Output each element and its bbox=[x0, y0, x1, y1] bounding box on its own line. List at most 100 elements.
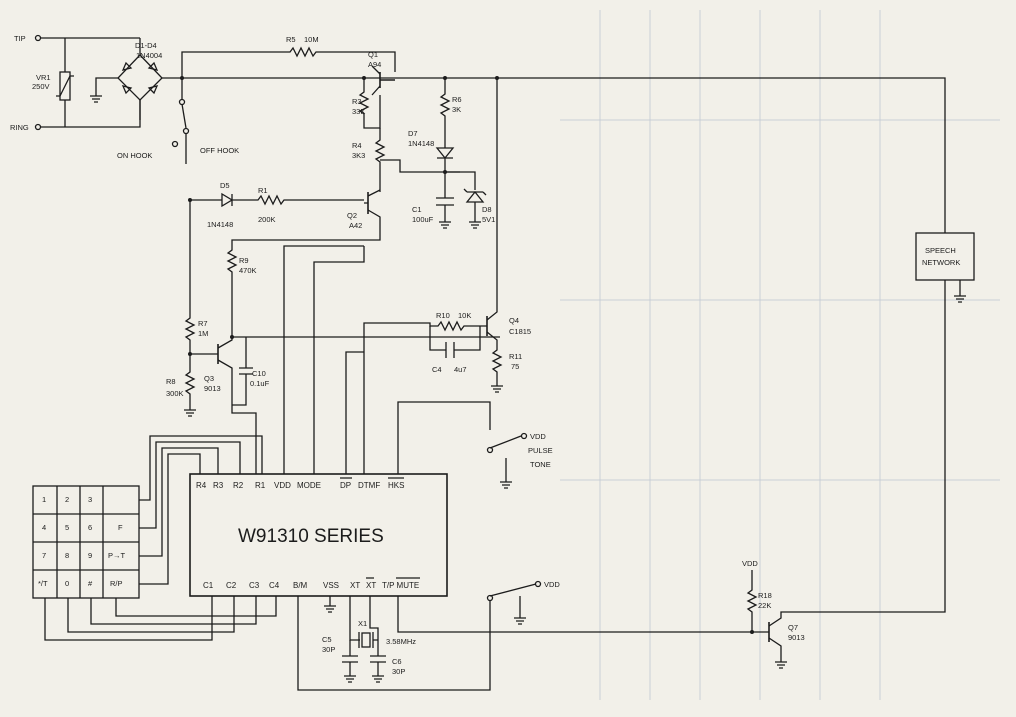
bm-switch[interactable]: VDD bbox=[297, 580, 560, 691]
mute-wire bbox=[397, 596, 769, 633]
vdd-bm-label: VDD bbox=[544, 580, 560, 589]
pin-c4: C4 bbox=[269, 581, 280, 590]
q4-value: C1815 bbox=[509, 327, 531, 336]
c10-value: 0.1uF bbox=[250, 379, 270, 388]
key-7[interactable]: 7 bbox=[42, 551, 46, 560]
key-hash[interactable]: # bbox=[88, 579, 93, 588]
ring-terminal[interactable] bbox=[34, 123, 42, 131]
c10-ref: C10 bbox=[252, 369, 266, 378]
key-6[interactable]: 6 bbox=[88, 523, 92, 532]
key-1[interactable]: 1 bbox=[42, 495, 46, 504]
d5-diode bbox=[221, 192, 234, 208]
tone-label: TONE bbox=[530, 460, 551, 469]
key-5[interactable]: 5 bbox=[65, 523, 69, 532]
pin-c3: C3 bbox=[249, 581, 260, 590]
r10-value: 10K bbox=[458, 311, 471, 320]
pin-dp: DP bbox=[340, 481, 351, 490]
r3-ref: R3 bbox=[352, 97, 362, 106]
q1-value: A94 bbox=[368, 60, 381, 69]
d1d4-value: 1N4004 bbox=[136, 51, 162, 60]
on-hook-label: ON HOOK bbox=[117, 151, 152, 160]
crystal-oscillator: X1 3.58MHz C5 30P C6 30P bbox=[322, 596, 416, 683]
r9-ref: R9 bbox=[239, 256, 249, 265]
pin-c2: C2 bbox=[226, 581, 237, 590]
key-3[interactable]: 3 bbox=[88, 495, 92, 504]
ring-label: RING bbox=[10, 123, 29, 132]
pulse-label: PULSE bbox=[528, 446, 553, 455]
key-4[interactable]: 4 bbox=[42, 523, 46, 532]
r11-ref: R11 bbox=[509, 352, 522, 361]
d8-value: 5V1 bbox=[482, 215, 495, 224]
d8-ref: D8 bbox=[482, 205, 492, 214]
q4-branch: R10 10K C4 4u7 Q4 C1815 R11 75 bbox=[363, 78, 531, 474]
pin-r3: R3 bbox=[213, 481, 224, 490]
d1d4-ref: D1-D4 bbox=[135, 41, 157, 50]
q2-ref: Q2 bbox=[347, 211, 357, 220]
r4-ref: R4 bbox=[352, 141, 362, 150]
key-star-t[interactable]: */T bbox=[38, 579, 48, 588]
pin-r2: R2 bbox=[233, 481, 244, 490]
hook-switch[interactable]: OFF HOOK ON HOOK bbox=[117, 78, 239, 300]
r4-value: 3K3 bbox=[352, 151, 365, 160]
q1-transistor: Q1 A94 bbox=[368, 50, 395, 96]
key-8[interactable]: 8 bbox=[65, 551, 69, 560]
r18-value: 22K bbox=[758, 601, 771, 610]
r8-ref: R8 bbox=[166, 377, 176, 386]
r3-value: 33K bbox=[352, 107, 365, 116]
key-p-to-t[interactable]: P→T bbox=[108, 551, 126, 560]
pin-vss: VSS bbox=[323, 581, 339, 590]
r5-value: 10M bbox=[304, 35, 319, 44]
positive-rail bbox=[182, 77, 946, 233]
c5-value: 30P bbox=[322, 645, 335, 654]
pin-tp-mute: T/P MUTE bbox=[382, 581, 419, 590]
key-r-p[interactable]: R/P bbox=[110, 579, 123, 588]
ic-body bbox=[189, 473, 448, 597]
keypad: 1 2 3 4 5 6 F 7 8 9 P→T */T 0 # R/P bbox=[32, 435, 277, 641]
c1-ref: C1 bbox=[412, 205, 422, 214]
r5-ref: R5 bbox=[286, 35, 296, 44]
pin-r4: R4 bbox=[196, 481, 207, 490]
r11-value: 75 bbox=[511, 362, 519, 371]
q4-ref: Q4 bbox=[509, 316, 519, 325]
tip-label: TIP bbox=[14, 34, 26, 43]
r9-value: 470K bbox=[239, 266, 257, 275]
key-0[interactable]: 0 bbox=[65, 579, 69, 588]
r1-value: 200K bbox=[258, 215, 276, 224]
c6-ref: C6 bbox=[392, 657, 402, 666]
x1-ref: X1 bbox=[358, 619, 367, 628]
d7-ref: D7 bbox=[408, 129, 418, 138]
d7-value: 1N4148 bbox=[408, 139, 434, 148]
vdd-mode-label: VDD bbox=[530, 432, 546, 441]
pin-vdd: VDD bbox=[274, 481, 291, 490]
vdd-q7-label: VDD bbox=[742, 559, 758, 568]
q3-ref: Q3 bbox=[204, 374, 214, 383]
background-ruling bbox=[560, 10, 1000, 700]
off-hook-label: OFF HOOK bbox=[200, 146, 239, 155]
r5-resistor: R5 10M bbox=[181, 35, 396, 78]
key-f[interactable]: F bbox=[118, 523, 123, 532]
c6-value: 30P bbox=[392, 667, 405, 676]
q7-value: 9013 bbox=[788, 633, 805, 642]
pulse-tone-switch[interactable]: VDD PULSE TONE bbox=[486, 432, 553, 489]
tip-terminal[interactable] bbox=[34, 34, 42, 42]
bridge-outline bbox=[117, 54, 163, 101]
speech-network: SPEECH NETWORK bbox=[915, 232, 975, 303]
vr1-varistor bbox=[59, 71, 71, 101]
r18-ref: R18 bbox=[758, 591, 772, 600]
key-2[interactable]: 2 bbox=[65, 495, 69, 504]
line-input: TIP RING VR1 250V bbox=[10, 34, 141, 132]
c1-value: 100uF bbox=[412, 215, 434, 224]
c4-value: 4u7 bbox=[454, 365, 467, 374]
d7-diode bbox=[435, 147, 455, 160]
vdd-wire bbox=[283, 245, 364, 474]
d5-ref: D5 bbox=[220, 181, 230, 190]
q7-ref: Q7 bbox=[788, 623, 798, 632]
pin-bm: B/M bbox=[293, 581, 308, 590]
pin-dtmf: DTMF bbox=[358, 481, 380, 490]
key-9[interactable]: 9 bbox=[88, 551, 92, 560]
r8-value: 300K bbox=[166, 389, 184, 398]
vr1-value: 250V bbox=[32, 82, 50, 91]
d5-r1-branch: D5 1N4148 R1 200K bbox=[188, 181, 364, 229]
